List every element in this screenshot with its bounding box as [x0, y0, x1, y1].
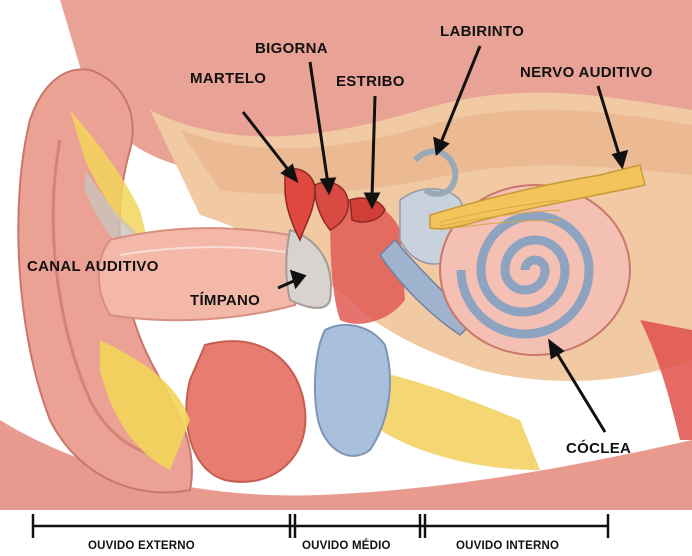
region-label-interno: OUVIDO INTERNO: [456, 540, 559, 552]
label-timpano: TÍMPANO: [190, 292, 260, 309]
label-nervo-auditivo: NERVO AUDITIVO: [520, 64, 653, 81]
label-bigorna: BIGORNA: [255, 40, 328, 57]
region-label-externo: OUVIDO EXTERNO: [88, 540, 195, 552]
label-canal-auditivo: CANAL AUDITIVO: [27, 258, 159, 275]
region-label-medio: OUVIDO MÉDIO: [302, 540, 391, 552]
region-bracket: [33, 514, 608, 538]
label-labirinto: LABIRINTO: [440, 23, 524, 40]
label-coclea: CÓCLEA: [566, 440, 631, 457]
label-martelo: MARTELO: [190, 70, 266, 87]
label-estribo: ESTRIBO: [336, 73, 405, 90]
eustachian-tube: [315, 325, 390, 456]
